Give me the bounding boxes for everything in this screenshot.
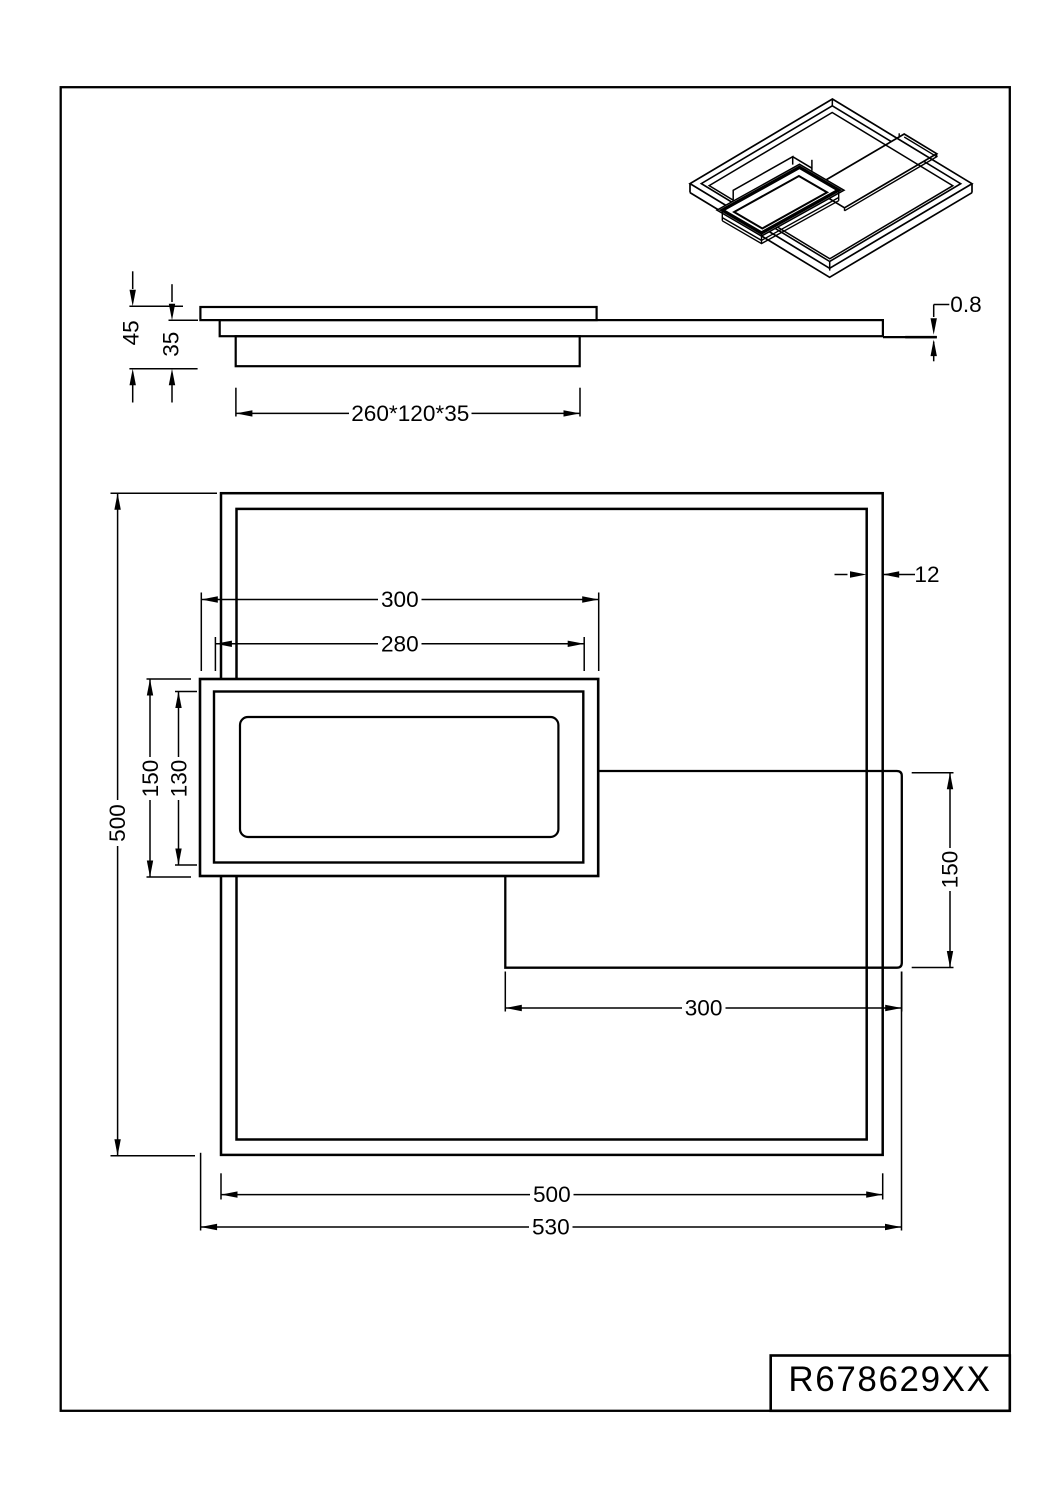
svg-text:500: 500 [533,1182,571,1207]
svg-text:300: 300 [685,996,723,1021]
svg-text:12: 12 [914,562,939,587]
svg-text:0.8: 0.8 [950,292,981,317]
svg-text:130: 130 [167,760,192,798]
svg-text:35: 35 [159,332,184,357]
svg-text:150: 150 [138,760,163,798]
svg-text:280: 280 [381,631,419,656]
svg-text:150: 150 [938,851,963,889]
svg-text:500: 500 [105,804,130,842]
svg-text:45: 45 [119,320,144,345]
svg-text:260*120*35: 260*120*35 [351,401,469,426]
svg-text:530: 530 [532,1215,570,1240]
svg-text:R678629XX: R678629XX [788,1360,991,1399]
svg-text:300: 300 [381,587,419,612]
